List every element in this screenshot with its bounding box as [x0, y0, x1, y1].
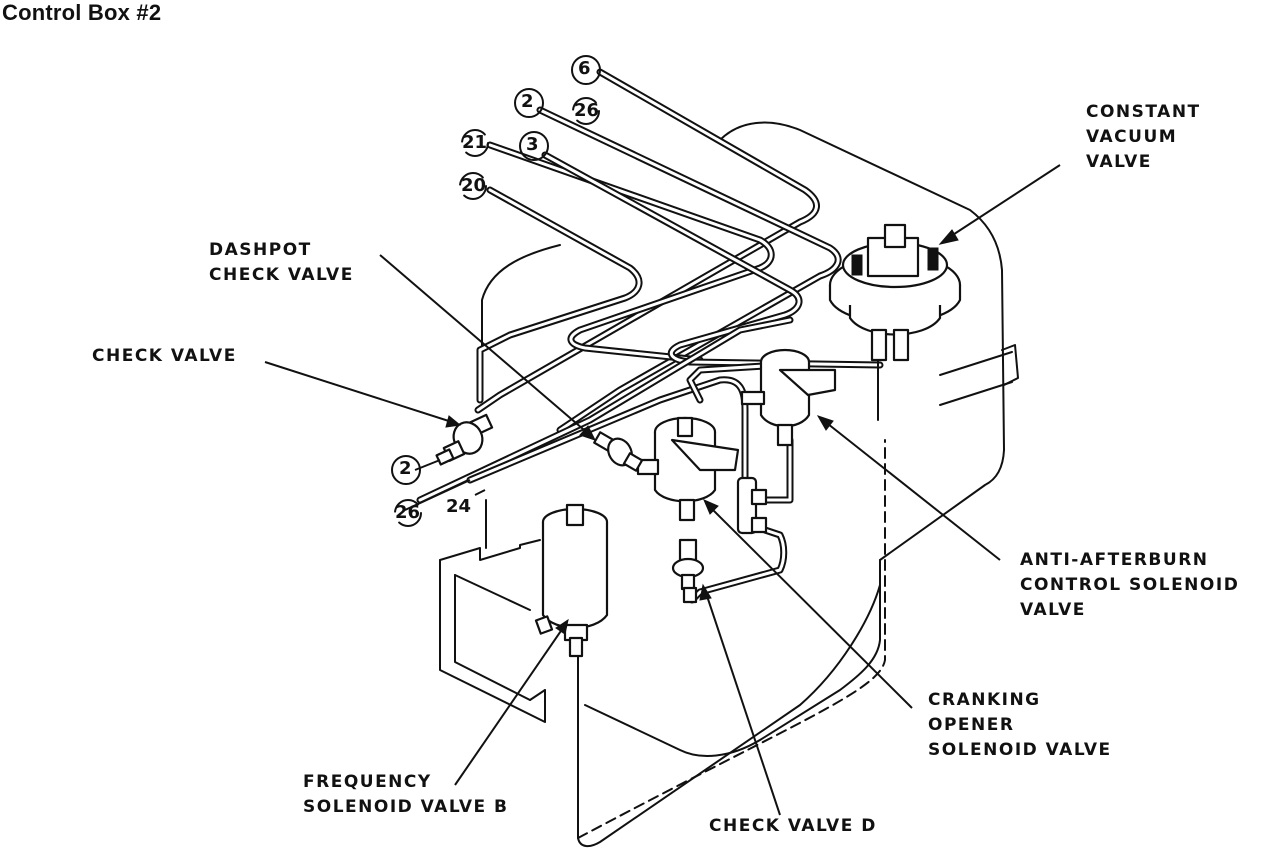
anti-afterburn-valve	[740, 348, 837, 447]
hose-number-2-top: 2	[521, 91, 534, 112]
lower-hoses	[577, 344, 886, 848]
hose-number-21: 21	[462, 132, 488, 153]
cranking-opener-valve	[636, 416, 740, 522]
constant-vacuum-valve	[828, 223, 962, 362]
hose-number-26-top: 26	[574, 100, 600, 121]
label-constant-vacuum-valve: CONSTANT VACUUM VALVE	[1086, 102, 1201, 172]
frequency-solenoid-valve-b	[534, 503, 609, 658]
hose-number-3: 3	[526, 134, 539, 155]
hose-number-20: 20	[461, 175, 487, 196]
hose-number-6: 6	[578, 58, 591, 79]
check-valve-d	[671, 538, 705, 604]
left-check-valve	[435, 413, 494, 466]
vacuum-hoses	[416, 68, 884, 604]
hose-number-26-bottom: 26	[395, 502, 421, 523]
hose-number-2-bottom: 2	[399, 458, 412, 479]
hose-number-24: 24	[446, 496, 472, 517]
label-dashpot-check-valve: DASHPOT CHECK VALVE	[209, 240, 354, 285]
label-frequency-solenoid-valve-b: FREQUENCY SOLENOID VALVE B	[303, 772, 509, 817]
t-fitting	[736, 476, 768, 535]
label-check-valve-d: CHECK VALVE D	[709, 816, 877, 836]
number-circles	[391, 55, 601, 527]
control-box-housing	[439, 121, 1019, 757]
label-cranking-opener-valve: CRANKING OPENER SOLENOID VALVE	[928, 690, 1112, 760]
dashpot-check-valve	[593, 431, 644, 472]
page-title: Control Box #2	[2, 0, 162, 25]
label-anti-afterburn-valve: ANTI-AFTERBURN CONTROL SOLENOID VALVE	[1020, 550, 1240, 620]
label-check-valve: CHECK VALVE	[92, 346, 237, 366]
